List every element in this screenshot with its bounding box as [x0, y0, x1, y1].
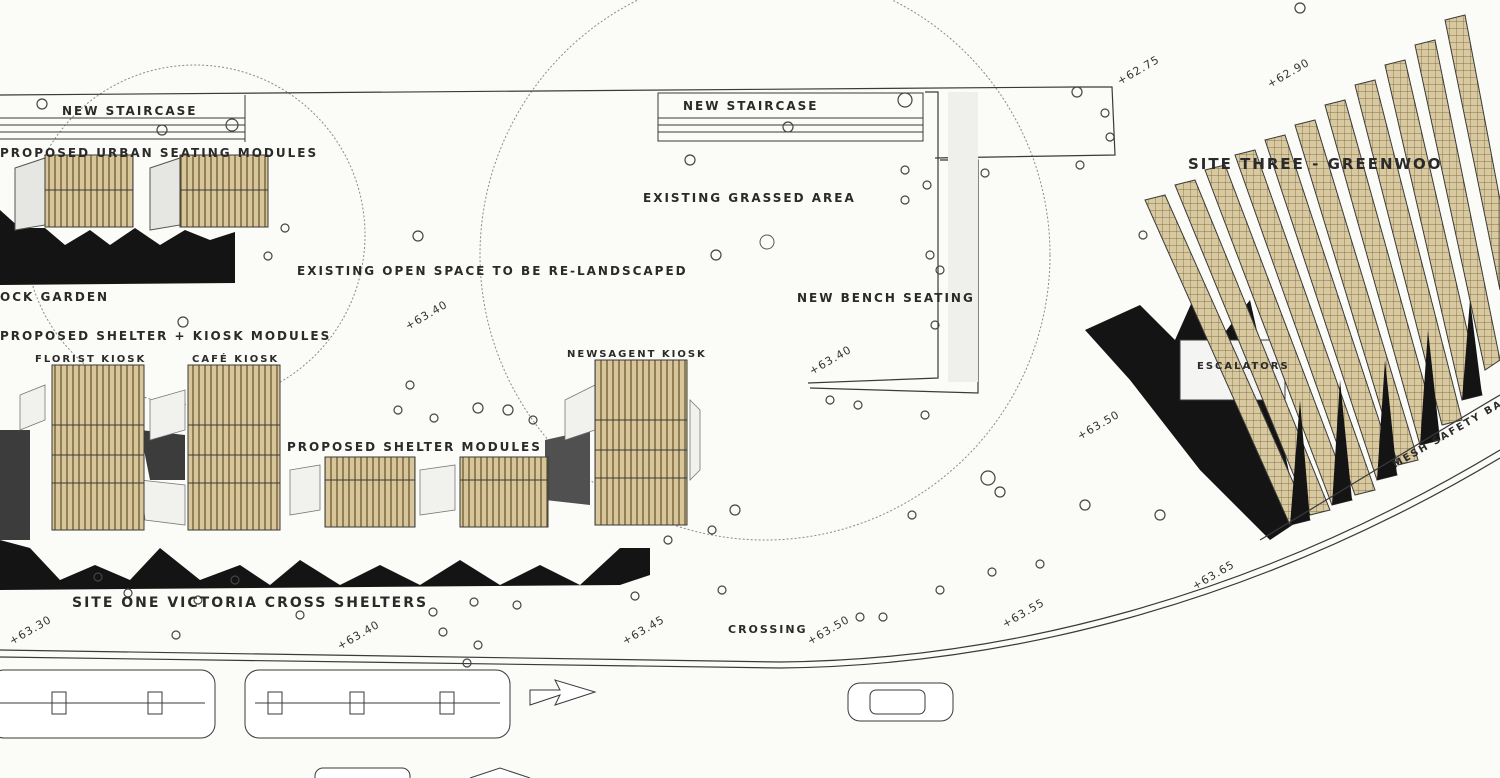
cafe-kiosk-shelter [187, 364, 281, 531]
bus-left [0, 669, 216, 739]
site-three-structure [1085, 14, 1500, 540]
label-florist-kiosk: FLORIST KIOSK [35, 354, 146, 365]
label-new-staircase-left: NEW STAIRCASE [62, 104, 197, 118]
tree-trunk [759, 234, 775, 250]
label-escalators: ESCALATORS [1197, 361, 1290, 372]
shelter-modules [51, 359, 688, 531]
shelter-module-2 [459, 456, 549, 528]
label-crossing: CROSSING [728, 623, 808, 636]
level-6340-c: +63.40 [335, 618, 382, 653]
label-new-bench-seating: NEW BENCH SEATING [797, 291, 975, 305]
level-6290: +62.90 [1265, 56, 1312, 91]
label-existing-grassed-area: EXISTING GRASSED AREA [643, 191, 856, 205]
level-6355: +63.55 [1000, 596, 1047, 631]
label-cafe-kiosk: CAFÉ KIOSK [192, 352, 279, 365]
newsagent-kiosk-shelter [594, 359, 688, 526]
canopy-fins [1144, 14, 1500, 526]
shelter-row-shadow [0, 540, 650, 590]
urban-seat-module-1 [44, 154, 134, 228]
hex-pavers [19, 384, 701, 526]
label-new-staircase-right: NEW STAIRCASE [683, 99, 818, 113]
label-site-one: SITE ONE VICTORIA CROSS SHELTERS [72, 595, 428, 611]
staircase-left [0, 95, 246, 142]
level-6330: +63.30 [7, 613, 54, 648]
urban-seat-module-2 [179, 154, 269, 228]
label-urban-seating: PROPOSED URBAN SEATING MODULES [0, 146, 318, 160]
level-6345: +63.45 [620, 613, 667, 648]
florist-kiosk-shelter [51, 364, 145, 531]
level-6340-a: +63.40 [403, 298, 450, 333]
shelter-module-1 [324, 456, 416, 528]
label-shelter-kiosk-modules: PROPOSED SHELTER + KIOSK MODULES [0, 329, 331, 343]
level-6340-b: +63.40 [807, 343, 854, 378]
level-6365: +63.65 [1190, 558, 1237, 593]
level-6275: +62.75 [1115, 53, 1162, 88]
label-newsagent-kiosk: NEWSAGENT KIOSK [567, 349, 707, 360]
label-site-three: SITE THREE - GREENWOO [1188, 155, 1443, 173]
tree-canopy-center [479, 0, 1051, 541]
urban-seating-shadow [0, 210, 235, 285]
bus-right [244, 669, 511, 739]
vehicles [0, 669, 954, 778]
label-rock-garden: OCK GARDEN [0, 290, 109, 304]
level-6350-a: +63.50 [1075, 408, 1122, 443]
label-shelter-modules: PROPOSED SHELTER MODULES [287, 440, 542, 454]
label-open-space: EXISTING OPEN SPACE TO BE RE-LANDSCAPED [297, 264, 688, 278]
traffic-arrow [529, 679, 597, 706]
urban-seating-modules [0, 154, 269, 285]
fin-shadows [1290, 300, 1482, 525]
pedestrians [36, 2, 1306, 668]
kerb-lines [0, 394, 1500, 669]
park-boundary [0, 86, 1116, 394]
level-6350-b: +63.50 [805, 613, 852, 648]
